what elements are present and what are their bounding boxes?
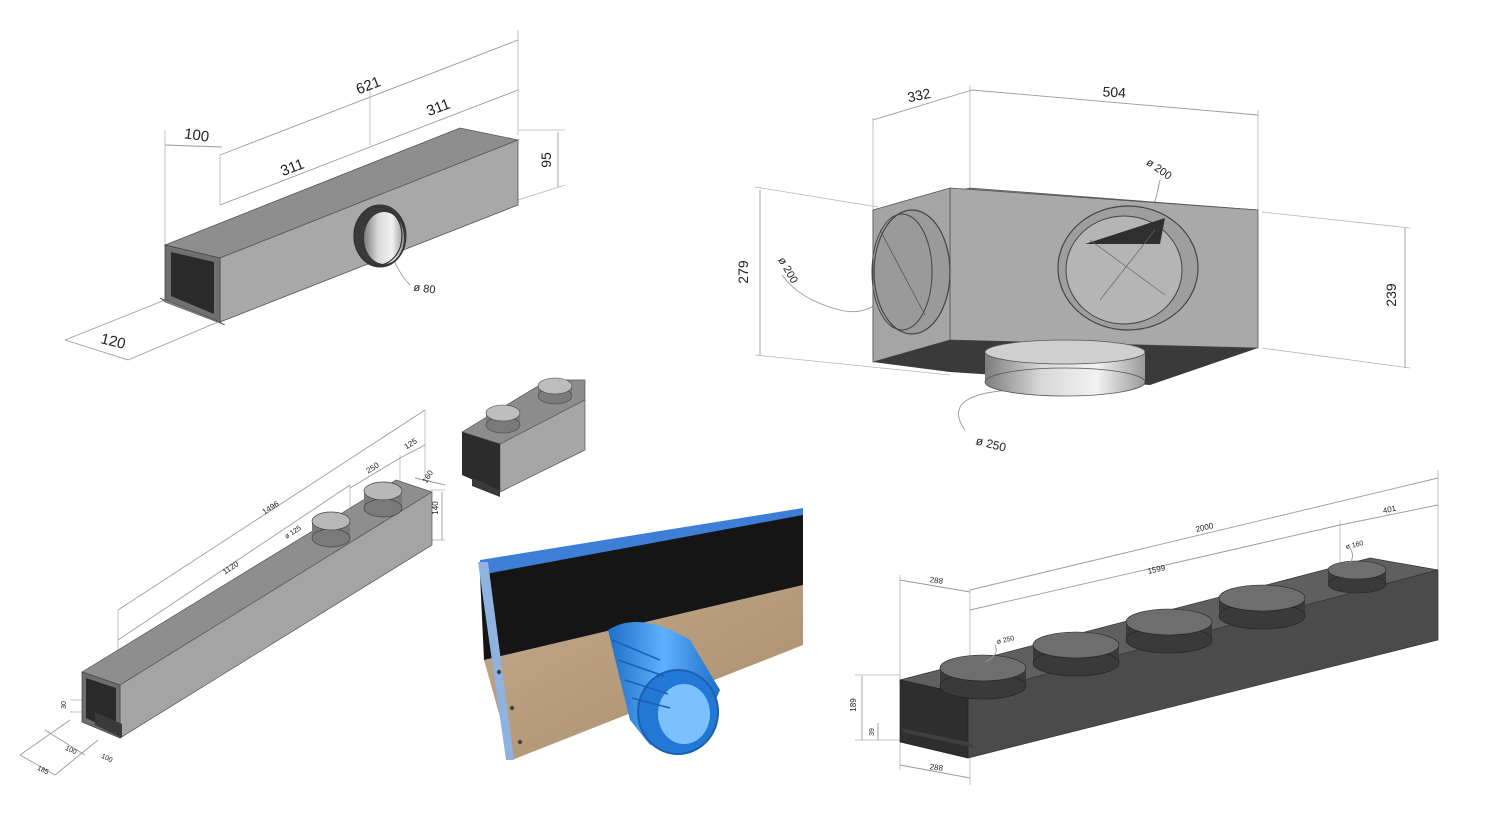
dim-inner-100: 100 <box>64 745 78 756</box>
dimension-lines-4 <box>855 470 1439 785</box>
dim-spacing-250: 250 <box>365 460 382 475</box>
dim-bottom-spigot-250: ø 250 <box>974 434 1007 455</box>
dim-height-95: 95 <box>538 152 554 168</box>
dim-end-401: 401 <box>1382 504 1398 516</box>
dim-length-504: 504 <box>1102 83 1126 100</box>
box-opening <box>171 252 214 314</box>
thumbnail-plenum <box>461 377 586 497</box>
blue-spigot-icon <box>608 622 720 755</box>
spigot-160-icon <box>1327 560 1387 594</box>
spigot-icon <box>485 404 521 434</box>
flange-bottom <box>159 297 226 326</box>
spigot-250-icon <box>939 654 1027 700</box>
spigot-80-icon <box>353 204 407 268</box>
spigot-250-icon <box>1125 608 1213 654</box>
photo-inner-black <box>480 510 803 660</box>
dim-width-120: 120 <box>99 330 127 353</box>
spigot-icon <box>537 377 573 405</box>
dim-depth-332: 332 <box>906 85 932 106</box>
spigot-bottom-250-icon <box>984 339 1146 397</box>
dim-left-311: 311 <box>278 156 306 180</box>
dim-base-100: 100 <box>100 753 114 764</box>
spigot-125-icon <box>311 511 351 548</box>
spigot-250-icon <box>1032 631 1120 677</box>
dim-total-2000: 2000 <box>1195 521 1215 534</box>
dim-side-spigot-200: ø 200 <box>775 255 799 285</box>
dim-height-140: 140 <box>431 501 440 515</box>
flange-bottom <box>900 728 975 748</box>
photo-left-edge <box>478 562 514 760</box>
dim-spigot-80: ø 80 <box>413 282 436 297</box>
spigot-front-200-icon <box>1057 205 1199 331</box>
spigot-side-200-icon <box>871 209 951 335</box>
spigot-125-icon <box>363 481 403 518</box>
dim-height-239: 239 <box>1383 283 1399 307</box>
dim-spacing-1599: 1599 <box>1147 563 1167 576</box>
dim-total-1496: 1496 <box>261 499 281 517</box>
dim-spigot-160: ø 160 <box>1345 540 1364 551</box>
dimension-lines-3 <box>19 409 446 776</box>
drawing-plenum-small: 621 311 311 100 95 120 ø 80 <box>64 30 566 361</box>
dim-total-621: 621 <box>354 73 383 98</box>
dim-flange-39: 39 <box>869 728 876 736</box>
box-front-face <box>119 491 433 739</box>
drawing-plenum-dark: 2000 1599 401 ø 160 ø 250 288 288 189 39 <box>849 470 1439 785</box>
drawing-plenum-box: 332 504 279 239 ø 200 ø 200 ø 250 <box>735 83 1411 455</box>
drawing-plenum-long: 1496 1120 ø 125 250 125 160 140 30 100 1… <box>19 409 446 776</box>
dim-height-189: 189 <box>849 698 858 712</box>
dim-offset-1120: 1120 <box>221 559 241 576</box>
dim-height-279: 279 <box>735 260 751 284</box>
dimension-lines-1 <box>64 30 566 361</box>
dim-width-bottom-288: 288 <box>929 762 944 773</box>
dim-front-spigot-200: ø 200 <box>1144 157 1174 183</box>
photo-blue-edge <box>480 508 803 575</box>
dim-offset-100: 100 <box>183 125 210 145</box>
dim-flange-30: 30 <box>61 701 68 709</box>
product-photo <box>478 508 803 760</box>
flange-bottom <box>95 712 122 738</box>
dim-outer-185: 185 <box>36 765 50 776</box>
dim-spigot-250: ø 250 <box>996 635 1015 646</box>
spigot-250-icon <box>1218 584 1306 630</box>
dim-width-top-288: 288 <box>929 575 944 586</box>
